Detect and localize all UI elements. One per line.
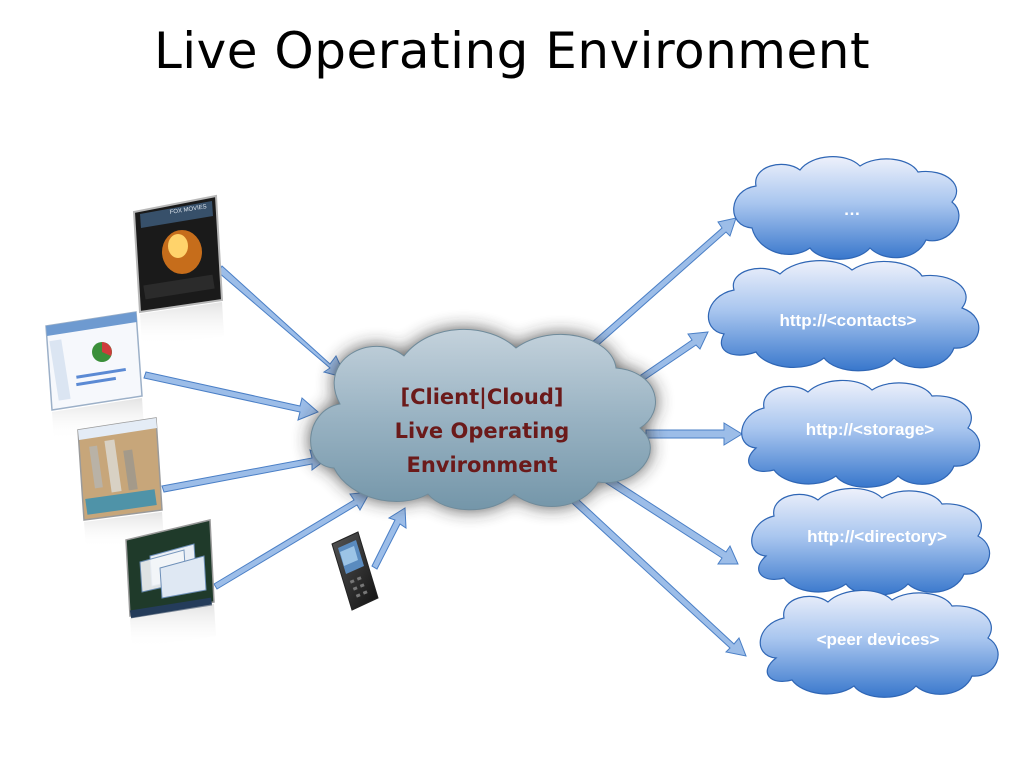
arrow-central-to-directory bbox=[591, 467, 739, 565]
service-cloud-more: … bbox=[733, 156, 960, 260]
arrow-map-to-central bbox=[161, 449, 329, 493]
arrow-central-to-more bbox=[573, 217, 737, 364]
service-label-directory: http://<directory> bbox=[807, 527, 947, 546]
central-cloud: [Client|Cloud] Live Operating Environmen… bbox=[310, 329, 656, 511]
central-label-line2: Live Operating bbox=[395, 419, 570, 443]
arrow-central-to-storage bbox=[645, 422, 743, 446]
media-center-screenshot-icon: FOX MOVIES bbox=[132, 194, 224, 346]
service-cloud-contacts: http://<contacts> bbox=[707, 260, 980, 372]
service-cloud-directory: http://<directory> bbox=[751, 487, 991, 596]
central-label-line3: Environment bbox=[406, 453, 557, 477]
central-label-line1: [Client|Cloud] bbox=[401, 385, 564, 410]
arrow-central-to-peers bbox=[560, 487, 747, 657]
arrow-media-to-central bbox=[217, 265, 347, 379]
service-cloud-peer-devices: <peer devices> bbox=[759, 589, 999, 698]
web-map-screenshot-icon bbox=[77, 417, 164, 548]
arrow-office-to-central bbox=[143, 371, 319, 421]
slide-title: Live Operating Environment bbox=[153, 22, 871, 80]
desktop-windows-screenshot-icon bbox=[125, 519, 216, 648]
service-label-storage: http://<storage> bbox=[806, 420, 935, 439]
service-arrows bbox=[560, 217, 747, 657]
office-app-screenshot-icon bbox=[45, 311, 144, 440]
arrow-phone-to-central bbox=[371, 507, 407, 570]
service-label-more: … bbox=[844, 200, 861, 219]
mobile-phone-icon bbox=[331, 531, 379, 611]
client-arrows bbox=[143, 265, 407, 590]
arrow-desktop-to-central bbox=[213, 491, 371, 590]
svg-text:FOX MOVIES: FOX MOVIES bbox=[169, 204, 207, 216]
service-label-contacts: http://<contacts> bbox=[780, 311, 917, 330]
service-label-peer-devices: <peer devices> bbox=[817, 630, 940, 649]
service-cloud-storage: http://<storage> bbox=[741, 379, 981, 488]
